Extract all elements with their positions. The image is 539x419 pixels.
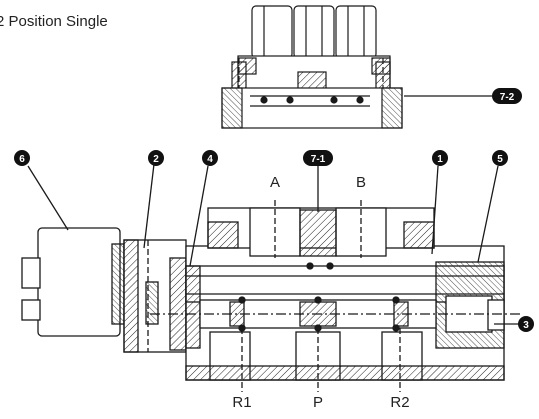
main-section-view — [21, 163, 520, 392]
callout-2: 2 — [148, 150, 164, 166]
svg-text:3: 3 — [523, 320, 529, 331]
callout-1: 1 — [432, 150, 448, 166]
top-detail-view — [221, 5, 492, 129]
callout-3: 3 — [518, 316, 534, 332]
svg-text:7-2: 7-2 — [500, 92, 515, 103]
callout-5: 5 — [492, 150, 508, 166]
solenoid-coil — [37, 227, 121, 337]
callout-7-2: 7-2 — [492, 88, 522, 104]
callout-badges: 7-2 6 2 4 7-1 1 5 3 — [14, 88, 534, 332]
port-label-p: P — [313, 394, 323, 411]
svg-text:6: 6 — [19, 154, 25, 165]
port-labels: A B R1 P R2 — [232, 174, 409, 411]
callout-6: 6 — [14, 150, 30, 166]
port-label-a: A — [270, 174, 280, 191]
port-label-r2: R2 — [390, 394, 409, 411]
svg-text:7-1: 7-1 — [311, 154, 326, 165]
svg-text:1: 1 — [437, 154, 443, 165]
svg-text:5: 5 — [497, 154, 503, 165]
port-label-r1: R1 — [232, 394, 251, 411]
center-seal — [299, 209, 337, 257]
callout-4: 4 — [202, 150, 218, 166]
port-label-b: B — [356, 174, 366, 191]
svg-text:4: 4 — [207, 154, 213, 165]
svg-text:2: 2 — [153, 154, 159, 165]
callout-7-1: 7-1 — [303, 150, 333, 166]
diagram-caption: 2 Position Single — [0, 13, 108, 30]
